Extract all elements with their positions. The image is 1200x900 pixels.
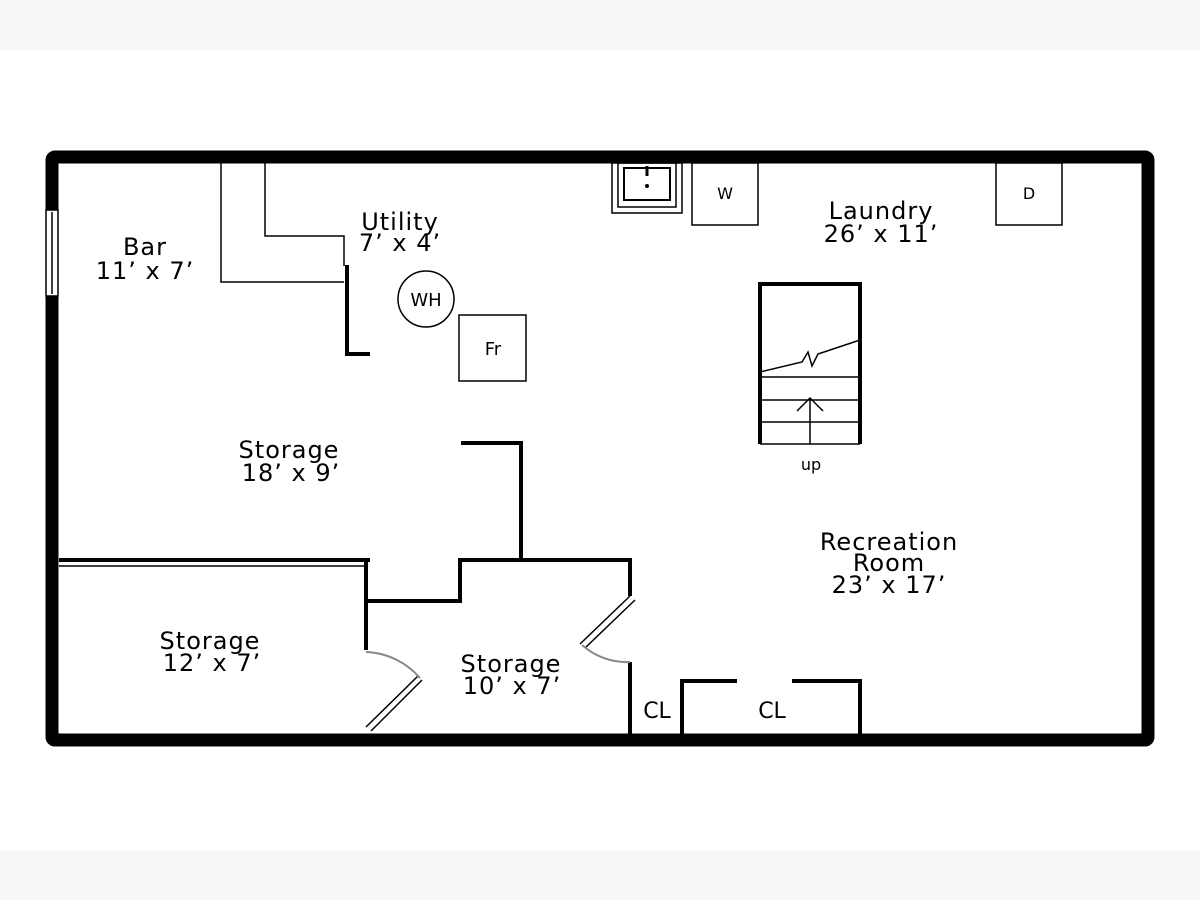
room-dims-storage-main: 18’ x 9’ bbox=[242, 459, 341, 487]
dryer: D bbox=[995, 162, 1063, 226]
room-dims-recreation: 23’ x 17’ bbox=[832, 571, 947, 599]
dryer-label: D bbox=[1023, 184, 1035, 203]
utility-wall bbox=[345, 265, 370, 356]
room-label-bar: Bar bbox=[123, 233, 167, 261]
furnace: Fr bbox=[458, 314, 527, 382]
stairs-direction-label: up bbox=[801, 455, 821, 474]
storage-partition-wall bbox=[461, 441, 523, 559]
room-label-utility: Utility bbox=[361, 208, 439, 236]
storage-jog-wall bbox=[366, 558, 632, 603]
room-label-storage-left: Storage bbox=[160, 627, 261, 655]
door-swing-icon bbox=[579, 595, 636, 664]
room-dims-storage-center: 10’ x 7’ bbox=[463, 672, 562, 700]
water-heater-label: WH bbox=[410, 290, 441, 311]
washer-label: W bbox=[717, 184, 733, 203]
washer: W bbox=[691, 162, 759, 226]
room-label-storage-main: Storage bbox=[239, 436, 340, 464]
room-dims-laundry: 26’ x 11’ bbox=[824, 220, 939, 248]
room-dims-bar: 11’ x 7’ bbox=[96, 257, 195, 285]
closet-label-small: CL bbox=[643, 699, 671, 724]
stairs-icon: up bbox=[758, 282, 862, 474]
room-label-recreation: Recreation bbox=[820, 528, 958, 556]
closet-label-large: CL bbox=[758, 699, 786, 724]
window-icon bbox=[45, 209, 59, 297]
room-dims-storage-left: 12’ x 7’ bbox=[163, 649, 262, 677]
room-label-laundry: Laundry bbox=[829, 197, 934, 225]
room-label-storage-center: Storage bbox=[461, 650, 562, 678]
bar-counter bbox=[220, 163, 345, 283]
furnace-label: Fr bbox=[485, 339, 502, 360]
room-label-recreation-line2: Room bbox=[853, 549, 925, 577]
closet-wall-left bbox=[680, 679, 737, 734]
sink-icon bbox=[611, 162, 683, 214]
water-heater: WH bbox=[397, 270, 455, 328]
room-dims-utility: 7’ x 4’ bbox=[359, 229, 441, 257]
door-swing-icon bbox=[365, 651, 423, 732]
exterior-wall bbox=[45, 150, 1155, 747]
closet-wall-right bbox=[792, 679, 862, 734]
